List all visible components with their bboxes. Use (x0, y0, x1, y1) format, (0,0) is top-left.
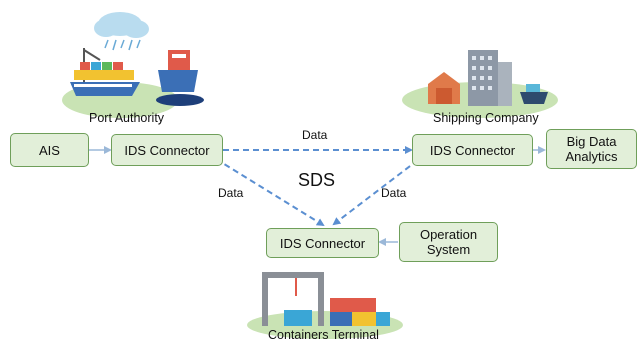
big-data-line1: Big Data (566, 134, 617, 149)
big-data-line2: Analytics (565, 149, 618, 164)
data-link-shipping-terminal (332, 153, 426, 226)
operation-system-box: Operation System (399, 222, 498, 262)
ids-connector-terminal-box: IDS Connector (266, 228, 379, 258)
operation-system-line1: Operation (419, 227, 478, 242)
ais-label: AIS (39, 142, 60, 158)
port-authority-illustration (62, 12, 204, 118)
port-authority-caption: Port Authority (89, 111, 165, 125)
shipping-company-illustration (402, 50, 558, 118)
edge-label-left: Data (218, 186, 244, 200)
ids-connector-shipping-box: IDS Connector (412, 134, 533, 166)
ids-connector-port-box: IDS Connector (111, 134, 223, 166)
ids-connector-shipping-label: IDS Connector (429, 142, 516, 158)
cloud-rain-icon (94, 12, 149, 51)
sds-label: SDS (298, 170, 336, 190)
edge-label-top: Data (302, 128, 328, 142)
edge-label-right: Data (381, 186, 407, 200)
ids-connector-terminal-label: IDS Connector (279, 235, 366, 251)
operation-system-line2: System (426, 242, 471, 257)
big-data-analytics-box: Big Data Analytics (546, 129, 637, 169)
containers-terminal-caption: Containers Terminal (268, 328, 379, 342)
ids-connector-port-label: IDS Connector (124, 142, 210, 158)
data-link-port-terminal (215, 158, 325, 227)
ais-box: AIS (10, 133, 89, 167)
shipping-company-caption: Shipping Company (433, 111, 539, 125)
containers-terminal-illustration (247, 272, 403, 339)
